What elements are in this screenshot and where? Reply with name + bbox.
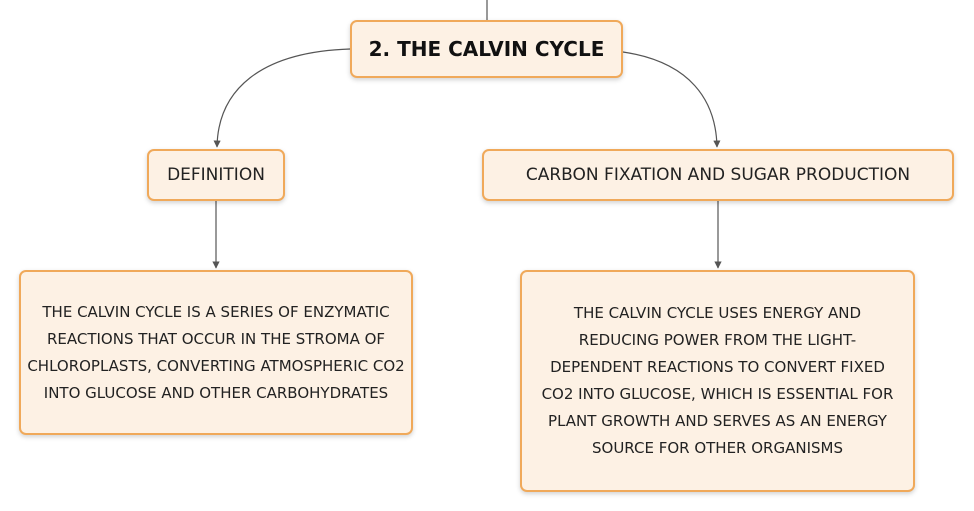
root-topic-label: 2. THE CALVIN CYCLE [368,37,605,61]
root-topic-node[interactable]: 2. THE CALVIN CYCLE [350,20,623,78]
definition-detail-text: THE CALVIN CYCLE IS A SERIES OF ENZYMATI… [27,302,405,402]
definition-label: DEFINITION [167,165,265,185]
carbon-fixation-detail-text: THE CALVIN CYCLE USES ENERGY AND REDUCIN… [541,304,894,457]
carbon-fixation-node[interactable]: CARBON FIXATION AND SUGAR PRODUCTION [482,149,954,201]
carbon-fixation-label: CARBON FIXATION AND SUGAR PRODUCTION [525,165,911,185]
connector-root-to-definition [213,48,351,148]
definition-detail-node[interactable]: THE CALVIN CYCLE IS A SERIES OF ENZYMATI… [19,270,413,435]
definition-node[interactable]: DEFINITION [147,149,285,201]
connector-root-to-carbon-fixation [622,51,721,148]
carbon-fixation-detail-node[interactable]: THE CALVIN CYCLE USES ENERGY AND REDUCIN… [520,270,915,492]
